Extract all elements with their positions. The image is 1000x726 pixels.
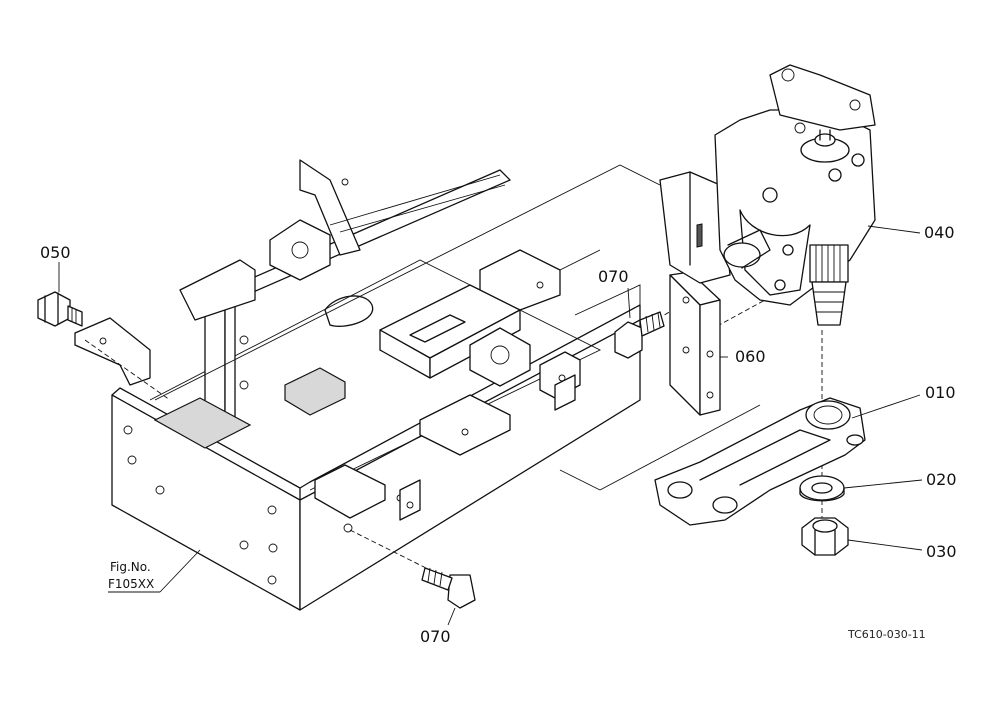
callout-040: 040	[924, 223, 955, 242]
drawing-code: TC610-030-11	[847, 628, 926, 641]
figure-ref-number: F105XX	[108, 577, 154, 591]
part-040-gearbox	[659, 64, 876, 326]
callout-010: 010	[925, 383, 956, 402]
callout-labels: 050 040 060 010 020 030 070 070 Fig.No. …	[40, 223, 957, 646]
figure-ref-label: Fig.No.	[110, 560, 151, 574]
callout-060: 060	[735, 347, 766, 366]
callout-030: 030	[926, 542, 957, 561]
part-050-fitting	[37, 291, 83, 327]
callout-070-upper: 070	[598, 267, 629, 286]
callout-020: 020	[926, 470, 957, 489]
callout-070-lower: 070	[420, 627, 451, 646]
part-070-bolt-lower	[421, 567, 476, 609]
part-060-plate	[669, 271, 721, 416]
callout-050: 050	[40, 243, 71, 262]
part-020-washer	[799, 475, 845, 502]
part-010-arm	[654, 397, 866, 526]
leader-lines	[58, 225, 923, 626]
front-frame	[74, 159, 641, 611]
part-070-bolt-upper	[614, 311, 665, 359]
part-030-nut	[801, 517, 849, 556]
